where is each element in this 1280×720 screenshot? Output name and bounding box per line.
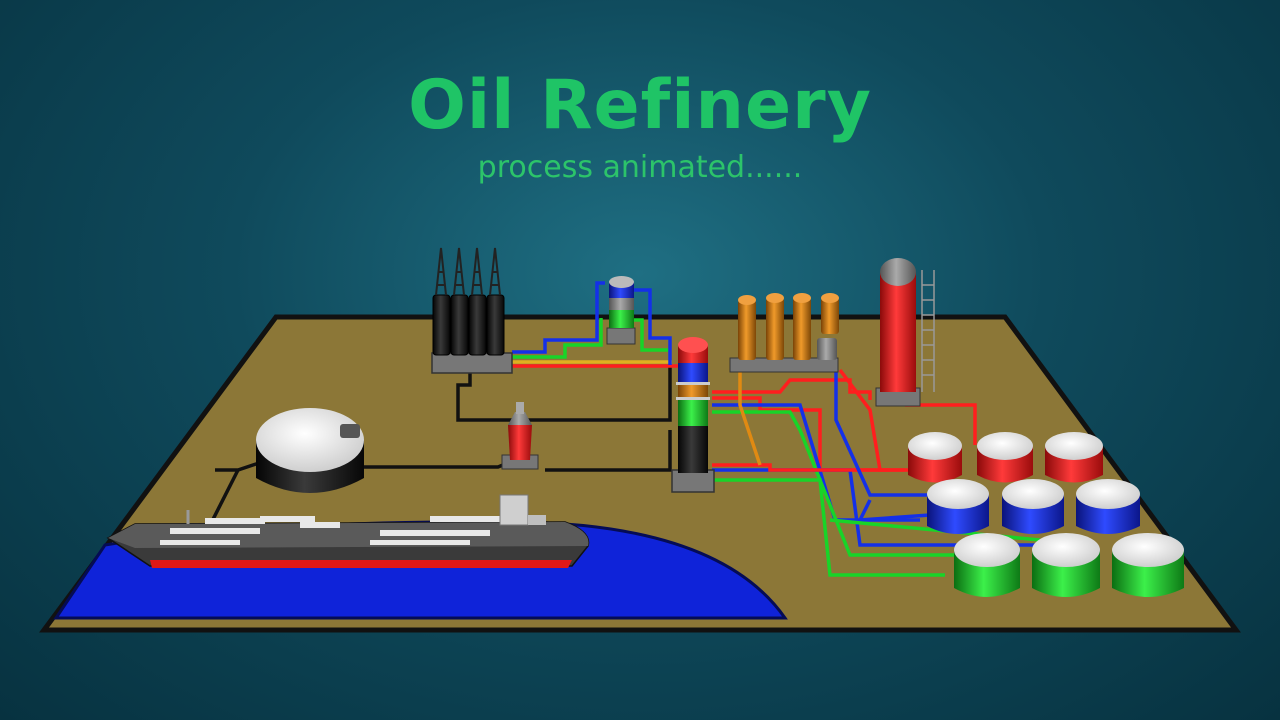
storage-tank-icon bbox=[256, 408, 364, 493]
tanker-ship-icon bbox=[106, 494, 590, 568]
red-tank bbox=[1045, 432, 1103, 483]
green-tank bbox=[1032, 533, 1100, 597]
blue-tank bbox=[1076, 479, 1140, 534]
fractionating-tower-icon bbox=[875, 258, 935, 407]
red-tank bbox=[908, 432, 962, 483]
red-tank bbox=[977, 432, 1033, 483]
colored-pipes bbox=[512, 281, 1050, 577]
distillation-column-icon bbox=[671, 337, 715, 493]
page-title: Oil Refinery bbox=[408, 66, 872, 145]
heater-vessel-icon bbox=[501, 402, 539, 470]
separator-vessel-icon bbox=[606, 276, 636, 345]
product-tanks bbox=[908, 432, 1184, 597]
blue-tank bbox=[927, 479, 989, 534]
cracking-unit-icon bbox=[729, 293, 839, 373]
oil-derrick-icon bbox=[431, 247, 513, 374]
green-tank bbox=[1112, 533, 1184, 597]
blue-tank bbox=[1002, 479, 1064, 534]
green-tank bbox=[954, 533, 1020, 597]
page-subtitle: process animated...... bbox=[477, 150, 803, 185]
